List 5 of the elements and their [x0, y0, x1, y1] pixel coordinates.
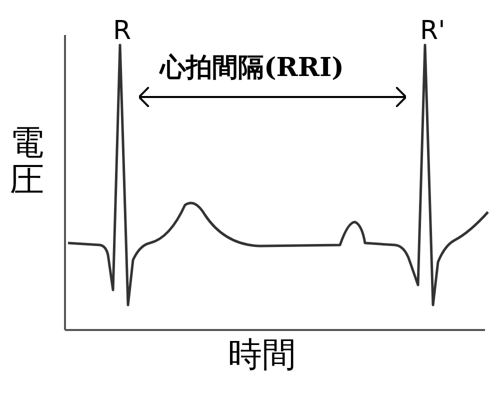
interval-label: 心拍間隔(RRI)	[160, 55, 344, 81]
axis-label: 時間	[228, 338, 296, 372]
peak-label: R'	[420, 18, 446, 44]
peak-label: R	[113, 18, 132, 44]
axis-label: 電圧	[10, 125, 44, 200]
